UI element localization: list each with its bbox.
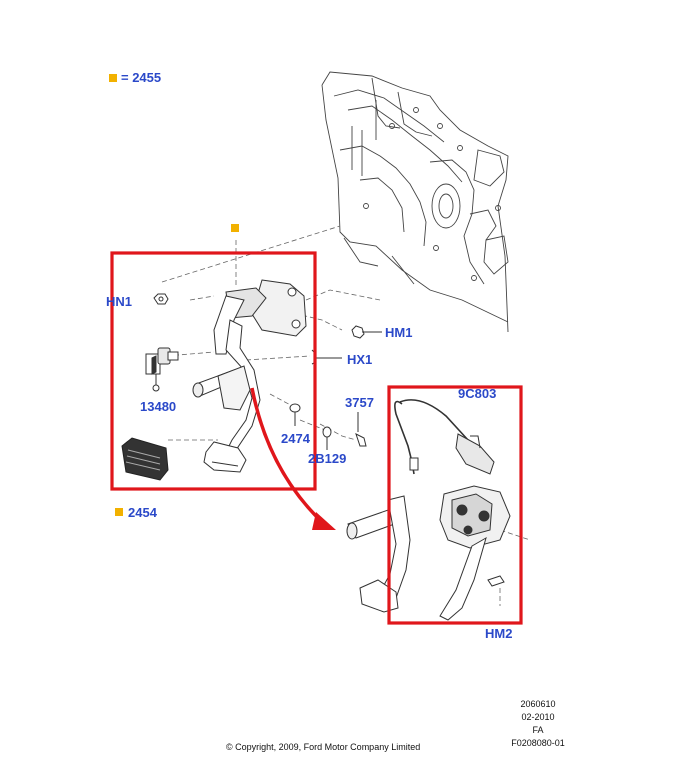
callout-3757: 3757 (345, 395, 374, 410)
callout-2b129: 2B129 (308, 451, 347, 466)
reference-line: F0208080-01 (511, 738, 565, 748)
hex-nut-hn1 (153, 293, 169, 305)
marker-square (231, 224, 239, 232)
brake-switch-13480 (145, 347, 179, 392)
bolt-hm1 (351, 325, 382, 339)
callout-hm1: HM1 (385, 325, 413, 340)
detail-frame-right (387, 385, 523, 625)
red-arrow (250, 387, 336, 530)
legend-text: = 2455 (121, 70, 162, 85)
pedal-assembly (192, 279, 307, 473)
detail-frame-left (110, 251, 317, 491)
marker-square (115, 508, 123, 516)
callout-hm2: HM2 (485, 626, 513, 641)
callout-hn1: HN1 (106, 294, 133, 309)
bulkhead-structure (321, 71, 509, 333)
pedal-pad-2454 (121, 437, 169, 481)
spacer-2b129 (322, 426, 332, 450)
callout-2454: 2454 (128, 505, 157, 520)
callout-2474: 2474 (281, 431, 310, 446)
legend: = 2455 (109, 70, 161, 85)
bushing-2474 (289, 403, 301, 426)
callout-13480: 13480 (140, 399, 177, 414)
reference-line: FA (532, 725, 544, 735)
reference-line: 2060610 (520, 699, 556, 709)
reference-line: 02-2010 (521, 712, 555, 722)
callout-9c803: 9C803 (458, 386, 497, 401)
reference-block: 2060610 02-2010 FA F0208080-01 (508, 698, 568, 750)
pedal-box-detail (346, 399, 511, 621)
pin-3757 (355, 412, 367, 447)
callout-hx1: HX1 (347, 352, 373, 367)
copyright-text: © Copyright, 2009, Ford Motor Company Li… (226, 742, 421, 752)
legend-marker-square (109, 73, 117, 82)
